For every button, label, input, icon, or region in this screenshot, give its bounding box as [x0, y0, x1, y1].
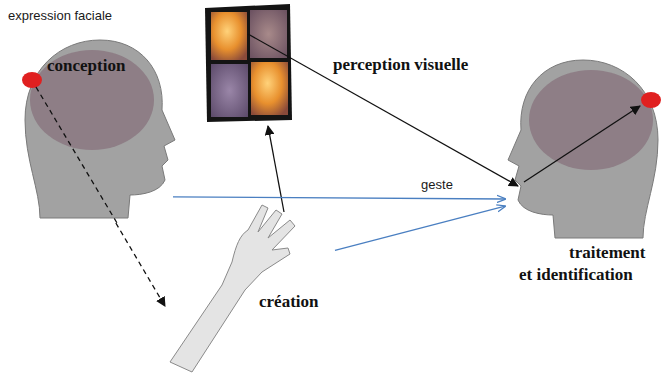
- node-title: conception: [47, 56, 125, 75]
- head-node: traitement et identification: [505, 55, 668, 295]
- painting: [205, 4, 292, 122]
- node-title: traitement et identification: [519, 242, 659, 286]
- right-head: [508, 60, 661, 238]
- annotation-label: perception visuelle: [333, 55, 468, 74]
- hand-arm: [170, 205, 295, 372]
- hand-node: création: [165, 200, 335, 380]
- creation-arrow: [268, 126, 284, 212]
- painting-tile: [251, 62, 288, 115]
- painting-tile: [211, 12, 247, 60]
- painting-tile: [211, 64, 248, 117]
- connector-arrow: [116, 223, 165, 306]
- connector-arrow: [335, 206, 505, 250]
- brain: [529, 70, 653, 170]
- head-silhouette: [508, 60, 658, 238]
- painting-frame: [205, 4, 292, 122]
- connector-arrow: [173, 197, 505, 199]
- leader-line: [36, 87, 117, 223]
- brain: [30, 50, 154, 150]
- caption-text: expression faciale: [8, 8, 112, 24]
- edge-label: geste: [419, 177, 455, 193]
- brain-spot: [22, 72, 42, 88]
- processing-arrow: [524, 106, 640, 182]
- brain-spot: [641, 92, 661, 108]
- head-silhouette: [25, 40, 175, 218]
- perception-arrow: [248, 34, 518, 186]
- left-head: [22, 40, 175, 223]
- node-title: création: [257, 292, 320, 311]
- head-node: expression faciale conception: [5, 6, 173, 223]
- painting-tile: [250, 10, 287, 58]
